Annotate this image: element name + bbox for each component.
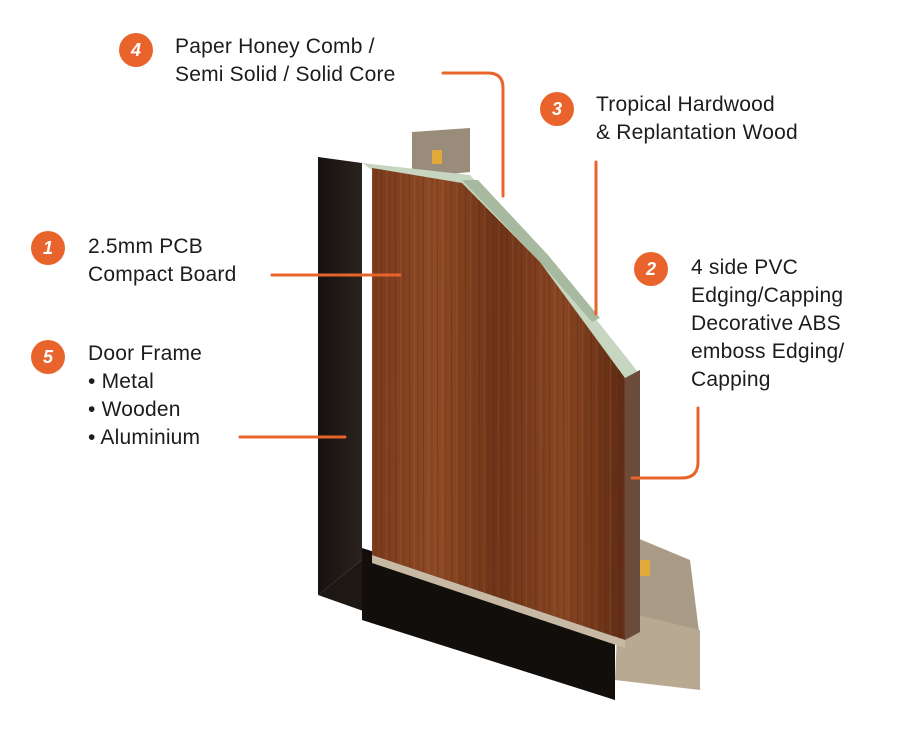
callout-5-line-4: • Aluminium: [88, 426, 201, 449]
callout-5-line-2: • Metal: [88, 370, 154, 393]
callout-badge-5: 5: [31, 340, 65, 374]
connector-line-4: [441, 71, 505, 198]
wood-face-panel: [372, 168, 625, 640]
callout-2-line-4: emboss Edging/: [691, 340, 845, 363]
honeycomb-core: [362, 163, 638, 378]
door-frame: [318, 157, 615, 700]
callout-2-line-3: Decorative ABS: [691, 312, 841, 335]
callout-label-4: Paper Honey Comb / Semi Solid / Solid Co…: [175, 33, 396, 89]
callout-badge-4: 4: [119, 33, 153, 67]
connector-lines: [238, 71, 700, 480]
callout-badge-3: 3: [540, 92, 574, 126]
callout-badge-2: 2: [634, 252, 668, 286]
callout-5-line-1: Door Frame: [88, 342, 203, 365]
callout-badge-1: 1: [31, 231, 65, 265]
panel-bottom-edge: [372, 555, 625, 648]
callout-2-line-1: 4 side PVC: [691, 256, 799, 279]
callout-1-line-1: 2.5mm PCB: [88, 235, 203, 258]
callout-2-line-5: Capping: [691, 368, 771, 391]
callout-2-line-2: Edging/Capping: [691, 284, 844, 307]
callout-label-2: 4 side PVC Edging/Capping Decorative ABS…: [691, 254, 844, 394]
callout-4-line-2: Semi Solid / Solid Core: [175, 63, 396, 86]
callout-1-line-2: Compact Board: [88, 263, 237, 286]
connector-line-2: [630, 406, 700, 480]
pvc-edging: [625, 370, 640, 640]
callout-4-line-1: Paper Honey Comb /: [175, 35, 375, 58]
callout-label-1: 2.5mm PCB Compact Board: [88, 233, 237, 289]
callout-label-3: Tropical Hardwood & Replantation Wood: [596, 91, 798, 147]
callout-label-5: Door Frame • Metal • Wooden • Aluminium: [88, 340, 202, 452]
callout-3-line-1: Tropical Hardwood: [596, 93, 775, 116]
callout-5-line-3: • Wooden: [88, 398, 181, 421]
callout-3-line-2: & Replantation Wood: [596, 121, 798, 144]
